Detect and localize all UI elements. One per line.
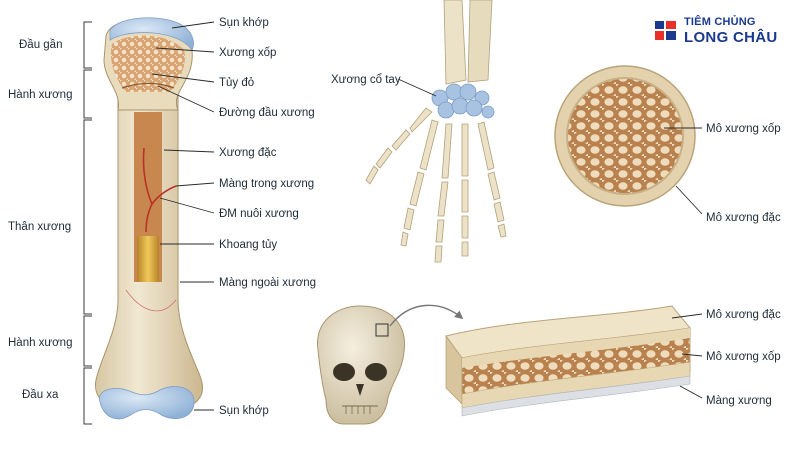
section-membrane — [461, 375, 691, 417]
brand-line2: LONG CHÂU — [684, 29, 778, 46]
spongy-bone-region — [110, 35, 185, 92]
label-epiphyseal-line: Đường đầu xương — [219, 107, 315, 119]
label-carpals: Xương cổ tay — [331, 74, 401, 86]
label-diaphysis: Thân xương — [8, 221, 71, 233]
label-metaphysis-top: Hành xương — [8, 89, 72, 101]
label-spongy-bone: Xương xốp — [219, 47, 276, 59]
label-section-compact: Mô xương đặc — [706, 309, 781, 321]
ulna-bone — [467, 0, 493, 83]
region-labels: Đầu gần Hành xương Thân xương Hành xương… — [8, 39, 72, 401]
label-articular-cartilage-bottom: Sụn khớp — [219, 405, 269, 417]
label-section-membrane: Màng xương — [706, 395, 772, 407]
leader-carpals — [397, 78, 437, 97]
leader-section-membrane — [679, 385, 703, 399]
epiphyseal-line — [121, 82, 175, 89]
flat-bone-section — [445, 305, 691, 417]
label-nutrient-artery: ĐM nuôi xương — [219, 208, 299, 220]
long-bone-labels: Sụn khớp Xương xốp Tủy đỏ Đường đầu xươn… — [219, 17, 316, 417]
bone-cross-section — [554, 65, 696, 207]
label-medullary-cavity: Khoang tủy — [219, 239, 277, 251]
finger-bones — [365, 107, 507, 263]
skull-illustration — [317, 305, 405, 425]
leader-section-spongy — [681, 353, 703, 357]
articular-cartilage-bottom — [99, 386, 195, 420]
carpal-bones — [431, 83, 495, 119]
label-periosteum: Màng ngoài xương — [219, 277, 316, 289]
periosteum-vessel — [125, 289, 177, 312]
articular-cartilage-top — [109, 17, 194, 51]
brand-logo: TIÊM CHỦNG LONG CHÂU — [654, 14, 794, 48]
zoom-arrow — [389, 304, 464, 327]
skull-focus-box — [375, 323, 389, 337]
yellow-marrow — [137, 236, 159, 282]
skull-left-orbit — [333, 363, 355, 381]
cross-section-spongy — [567, 78, 683, 194]
label-articular-cartilage-top: Sụn khớp — [219, 17, 269, 29]
leader-section-compact — [671, 313, 703, 319]
label-endosteum: Màng trong xương — [219, 178, 314, 190]
region-brackets — [83, 21, 92, 425]
label-section-spongy: Mô xương xốp — [706, 351, 781, 363]
label-red-marrow: Tủy đỏ — [219, 77, 254, 89]
hand-skeleton-illustration — [365, 0, 507, 263]
long-bone-leaders — [151, 21, 215, 411]
brand-line1: TIÊM CHỦNG — [684, 16, 756, 28]
radius-bone — [443, 0, 467, 85]
leader-cross-compact — [675, 185, 703, 215]
skull-right-orbit — [365, 363, 387, 381]
label-proximal-end: Đầu gần — [19, 39, 62, 51]
label-cross-compact: Mô xương đặc — [706, 212, 781, 224]
label-distal-end: Đầu xa — [22, 389, 59, 401]
skull-nasal-cavity — [356, 384, 364, 396]
long-chau-logo-icon — [655, 21, 676, 40]
nutrient-artery — [142, 147, 177, 233]
label-compact-bone: Xương đặc — [219, 147, 277, 159]
label-metaphysis-bottom: Hành xương — [8, 337, 72, 349]
label-cross-spongy: Mô xương xốp — [706, 123, 781, 135]
long-bone-illustration — [94, 17, 203, 420]
